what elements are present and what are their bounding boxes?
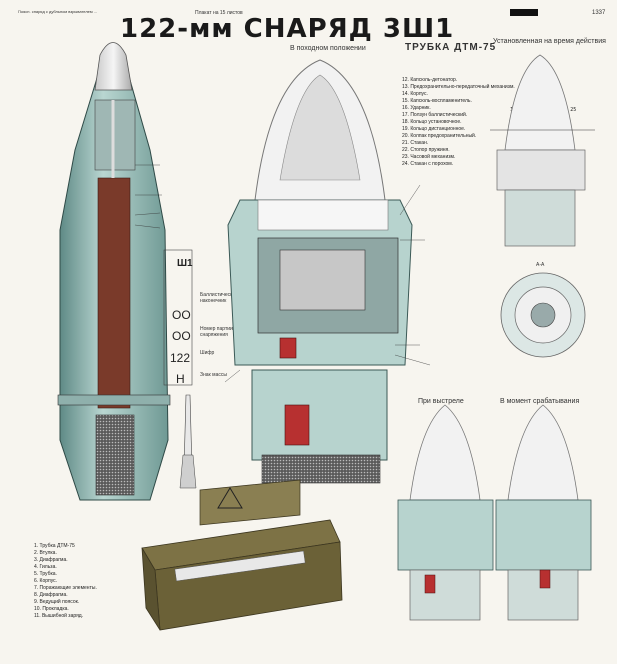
corner-code: 1337 [592,10,606,16]
section-aa: А-А [536,262,545,268]
list-item: 5. Трубка. [34,571,57,577]
list-item: 10. Прокладка. [34,606,69,612]
list-item: 3. Диафрагма. [34,557,68,563]
shell-cutaway [57,42,171,501]
list-item: 11. Вышибной заряд. [34,613,84,619]
list-item: 16. Ударник. [402,105,431,111]
fuze-at-function [495,404,592,621]
page-title: 122-мм СНАРЯД 3Ш1 [120,14,455,44]
list-item: 18. Кольцо установочное. [402,119,462,125]
list-item: 20. Колпак предохранительный. [402,133,477,139]
list-item: 9. Ведущий поясок. [34,599,80,605]
fuze-legend: 12. Капсюль-детонатор. 13. Предохранител… [402,77,515,168]
fuze-scale-p375: П 375 [320,203,344,213]
fuze-scale-350: 350 [352,203,368,213]
list-item: 22. Стопор пружиня. [402,147,450,153]
fuze-section-aa [500,272,586,358]
list-item: 24. Стакан с порохом. [402,161,454,167]
label-cipher: Шифр [200,350,215,356]
label-weight-mark: Знак массы [200,372,227,378]
shell-legend: 1. Трубка ДТМ-75 2. Втулка. 3. Диафрагма… [34,543,97,620]
ammo-crate [141,479,343,631]
list-item: 4. Гильза. [34,564,57,570]
section-fuze: ТРУБКА ДТМ-75 [405,42,497,53]
list-item: 23. Часовой механизм. [402,154,456,160]
section-stowed: В походном положении [290,45,366,52]
list-item: 12. Капсюль-детонатор. [402,77,458,83]
fuze-cutaway [227,59,413,484]
list-item: 2. Втулка. [34,550,57,556]
section-at-function: В момент срабатывания [500,398,580,405]
redaction-bar [510,9,538,16]
marking-sh1: Ш1 [177,258,193,269]
fuze-right-scale: 15 80 175 100 75 50 25 [510,107,577,113]
fuze-on-fire [397,404,494,621]
label-ballistic-cap: Баллистический наконечник [200,292,238,304]
marking-h: Н [176,372,185,386]
list-item: 6. Корпус. [34,578,58,584]
list-item: 14. Корпус. [402,91,428,97]
fuze-scale-1: 20 25 [262,203,290,213]
section-set-time: Установленная на время действия [493,38,606,45]
list-item: 17. Ползун баллистический. [402,112,468,118]
fuze-scale-325: 325 [372,203,388,213]
section-on-fire: При выстреле [418,398,464,405]
list-item: 13. Предохранительно-передаточный механи… [402,84,515,90]
list-item: 19. Кольцо дистанционное. [402,126,466,132]
list-item: 7. Поражающие элементы. [34,585,97,591]
list-item: 15. Капсюль-воспламенитель. [402,98,472,104]
date-note: Плакат на 15 листов [195,10,243,16]
marking-oo-2: ОО [172,329,191,343]
top-note: Поясн. снаряд с дубльном взрывателем ... [18,9,98,14]
list-item: 21. Стакан. [402,140,429,146]
list-item: 1. Трубка ДТМ-75 [34,543,75,549]
list-item: 8. Диафрагма. [34,592,68,598]
leader-lines [134,164,431,383]
marking-122: 122 [170,351,191,365]
fuze-scale-k: К [299,203,305,213]
label-lot-number: Номер партии и год снаряжения [200,326,246,338]
marking-oo-1: ОО [172,308,191,322]
